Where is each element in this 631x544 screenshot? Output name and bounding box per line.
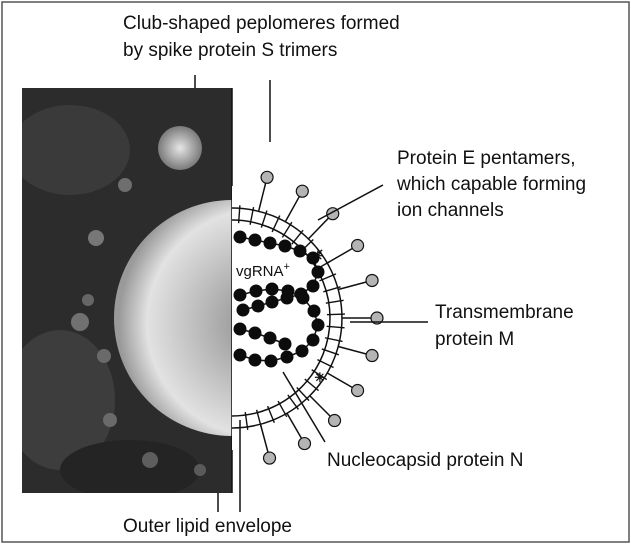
nucleocapsid-bead — [307, 280, 320, 293]
nucleocapsid-bead — [234, 231, 247, 244]
spike-protein-s — [366, 274, 378, 286]
nucleocapsid-bead — [281, 351, 294, 364]
protein-e-label-line1: Protein E pentamers, — [397, 148, 575, 169]
nucleocapsid-bead — [234, 323, 247, 336]
nucleocapsid-bead — [282, 285, 295, 298]
nucleocapsid-bead — [266, 283, 279, 296]
protein-e-leader-line — [318, 185, 383, 220]
protein-m-label-line1: Transmembrane — [435, 302, 574, 323]
nucleocapsid-bead — [294, 245, 307, 258]
virion-schematic — [232, 171, 383, 464]
nucleocapsid-bead — [266, 296, 279, 309]
spike-protein-s — [329, 415, 341, 427]
nucleocapsid-bead — [250, 285, 263, 298]
nucleocapsid-bead — [312, 266, 325, 279]
vgrna-label: vgRNA+ — [236, 261, 290, 280]
nucleocapsid-bead — [264, 332, 277, 345]
nucleocapsid-bead — [307, 252, 320, 265]
spike-protein-s — [299, 438, 311, 450]
spike-label-line1: Club-shaped peplomeres formed — [123, 13, 400, 34]
nucleocapsid-bead — [296, 345, 309, 358]
nucleocapsid-bead — [252, 300, 265, 313]
nucleocapsid-label: Nucleocapsid protein N — [327, 450, 523, 471]
nucleocapsid-bead — [234, 349, 247, 362]
membrane-protein-m — [327, 314, 345, 315]
spike-protein-s — [264, 452, 276, 464]
protein-e-label-line3: ion channels — [397, 200, 504, 221]
nucleocapsid-bead — [297, 292, 310, 305]
spike-protein-s — [352, 385, 364, 397]
nucleocapsid-bead — [237, 304, 250, 317]
nucleocapsid-bead — [308, 305, 321, 318]
spike-protein-s — [261, 171, 273, 183]
nucleocapsid-bead — [265, 355, 278, 368]
spike-protein-s — [296, 185, 308, 197]
nucleocapsid-bead — [279, 240, 292, 253]
nucleocapsid-bead — [312, 319, 325, 332]
nucleocapsid-bead — [279, 338, 292, 351]
nucleocapsid-bead — [249, 234, 262, 247]
nucleocapsid-bead — [307, 334, 320, 347]
envelope-label: Outer lipid envelope — [123, 516, 292, 537]
spike-protein-s — [352, 240, 364, 252]
nucleocapsid-bead — [249, 327, 262, 340]
protein-e-label-line2: which capable forming — [396, 174, 586, 195]
spike-label-line2: by spike protein S trimers — [123, 40, 337, 61]
nucleocapsid-bead — [234, 289, 247, 302]
protein-m-label-line2: protein M — [435, 329, 514, 350]
spike-protein-s — [366, 350, 378, 362]
nucleocapsid-bead — [249, 354, 262, 367]
nucleocapsid-bead — [264, 237, 277, 250]
